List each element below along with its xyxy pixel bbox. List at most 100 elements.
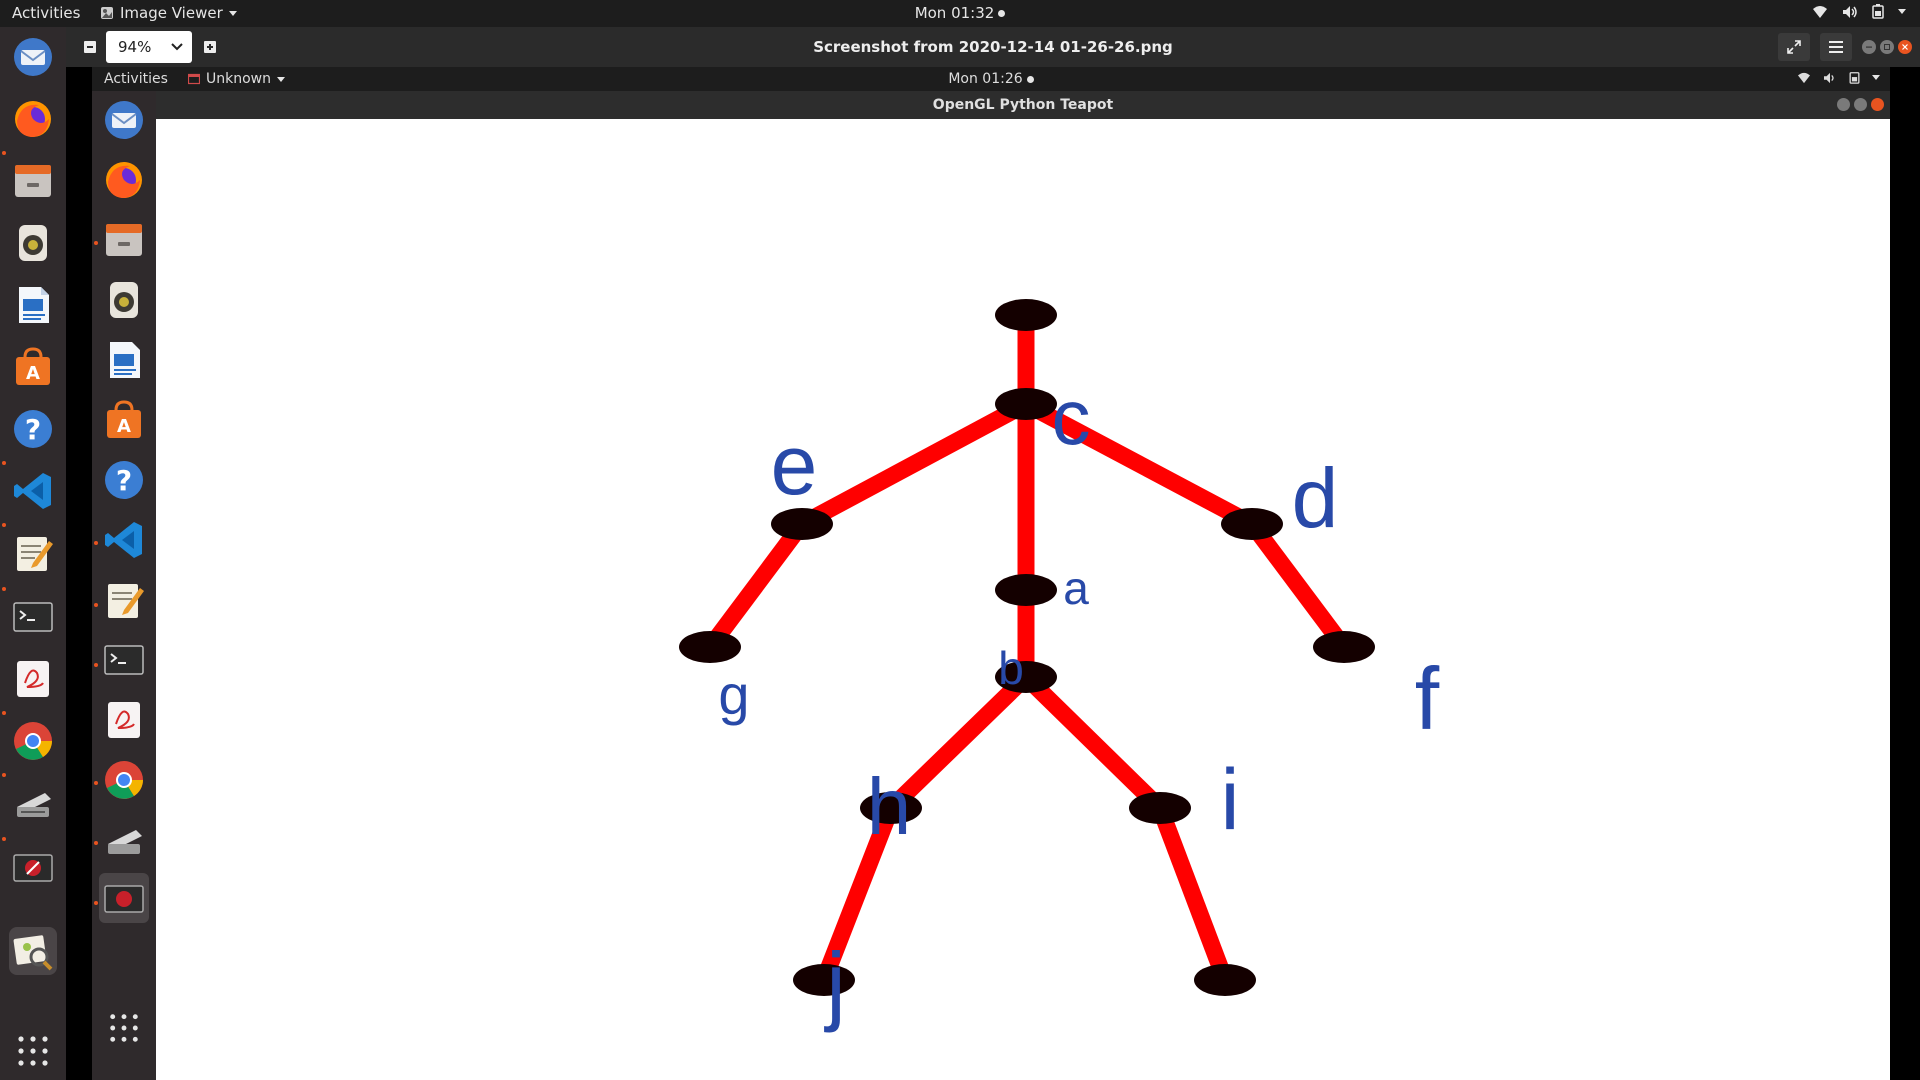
zoom-in-button[interactable] [200, 37, 220, 57]
bone-c-e [797, 396, 1031, 532]
close-button[interactable] [1898, 40, 1912, 54]
scanner-icon [17, 793, 51, 817]
header-right-controls [1778, 33, 1912, 61]
dock-item-firefox[interactable] [9, 95, 57, 143]
running-indicator-icon [2, 523, 6, 527]
running-indicator-icon [94, 241, 98, 245]
bone-b-i [1020, 670, 1166, 815]
unknown-app-icon [188, 73, 200, 85]
app-menu-label: Image Viewer [120, 4, 223, 22]
joint-label-i: i [1220, 752, 1239, 848]
joint-top [995, 299, 1057, 331]
inner-dock-item-files [99, 215, 149, 265]
chrome-icon [14, 722, 52, 760]
inner-app-menu-label: Unknown [206, 71, 271, 87]
fullscreen-button[interactable] [1778, 33, 1810, 61]
joint-g [679, 631, 741, 663]
inner-window-controls [1837, 98, 1884, 111]
inner-window-title: OpenGL Python Teapot [932, 97, 1114, 113]
chevron-down-icon [171, 43, 183, 51]
bone-c-d [1022, 396, 1256, 532]
help-icon: ? [105, 461, 143, 499]
writer-icon [110, 342, 140, 378]
joint-label-c: c [1052, 373, 1091, 461]
dock-item-pdf-viewer[interactable] [9, 655, 57, 703]
window-title: Screenshot from 2020-12-14 01-26-26.png [66, 38, 1920, 56]
maximize-button[interactable] [1880, 40, 1894, 54]
files-icon [15, 165, 51, 197]
app-menu[interactable]: Image Viewer [100, 4, 237, 22]
dock-item-writer[interactable] [9, 281, 57, 329]
dock: A ? [0, 27, 66, 1080]
inner-top-bar: Activities Unknown Mon 01:26 [92, 67, 1890, 91]
joint-k [1194, 964, 1256, 996]
chrome-icon [105, 761, 143, 799]
running-indicator-icon [2, 773, 6, 777]
wifi-icon [1813, 5, 1827, 18]
dock-item-thunderbird[interactable] [9, 33, 57, 81]
inner-dock-item-terminal [99, 635, 149, 685]
inner-dock-item-vscode [99, 515, 149, 565]
bone-i-k [1152, 804, 1233, 984]
dock-item-image-viewer[interactable] [9, 927, 57, 975]
help-icon: ? [14, 410, 52, 448]
dock-item-scanner[interactable] [9, 779, 57, 827]
running-indicator-icon [94, 841, 98, 845]
activities-button[interactable]: Activities [12, 4, 81, 22]
plus-icon [204, 41, 216, 53]
dock-item-vscode[interactable] [9, 467, 57, 515]
inner-clock: Mon 01:26 [92, 71, 1890, 87]
zoom-select[interactable]: 94% [106, 31, 192, 63]
system-tray[interactable] [1812, 4, 1906, 19]
inner-dock-item-software: A [99, 395, 149, 445]
running-indicator-icon [2, 587, 6, 591]
inner-dock-item-rhythmbox [99, 275, 149, 325]
joint-label-j: j [823, 934, 846, 1033]
clock-button[interactable]: Mon 01:32 [915, 4, 1006, 22]
pdf-viewer-icon [108, 702, 140, 738]
joint-d [1221, 508, 1283, 540]
inner-maximize-icon [1854, 98, 1867, 111]
inner-app-menu: Unknown [188, 71, 285, 87]
joint-h [860, 792, 922, 824]
dock-item-text-editor[interactable] [9, 529, 57, 577]
terminal-icon [13, 602, 53, 632]
show-apps-icon [18, 1036, 48, 1066]
dock-item-rhythmbox[interactable] [9, 219, 57, 267]
chevron-down-icon [277, 76, 285, 82]
inner-dock-item-recorder [99, 873, 149, 923]
displayed-image: Activities Unknown Mon 01:26 A ? [66, 67, 1920, 1080]
hamburger-menu-icon [1829, 41, 1843, 53]
minimize-icon [1866, 46, 1872, 48]
writer-icon [19, 287, 49, 323]
dock-item-terminal[interactable] [9, 593, 57, 641]
menu-button[interactable] [1820, 33, 1852, 61]
minimize-button[interactable] [1862, 40, 1876, 54]
notification-dot-icon [1026, 75, 1034, 83]
battery-icon [1872, 4, 1884, 19]
vscode-icon [105, 522, 142, 558]
right-black-margin [1890, 91, 1920, 1080]
clock-label: Mon 01:32 [914, 4, 995, 22]
svg-text:A: A [117, 416, 131, 437]
dock-item-recorder[interactable] [9, 843, 57, 891]
joint-j [793, 964, 855, 996]
chevron-down-icon [1872, 75, 1880, 80]
clock: Mon 01:32 [0, 4, 1920, 22]
dock-item-files[interactable] [9, 157, 57, 205]
notification-dot-icon [998, 10, 1006, 17]
zoom-out-button[interactable] [80, 37, 100, 57]
joint-label-g: g [718, 663, 749, 726]
maximize-icon [1884, 44, 1890, 50]
joint-label-b: b [998, 642, 1024, 694]
volume-icon [1843, 5, 1857, 18]
inner-clock-label: Mon 01:26 [948, 71, 1023, 87]
dock-item-software[interactable]: A [9, 343, 57, 391]
scanner-icon [108, 830, 142, 854]
dock-item-chrome[interactable] [9, 717, 57, 765]
running-indicator-icon [2, 837, 6, 841]
joint-label-a: a [1063, 562, 1089, 614]
show-apps-button[interactable] [9, 1027, 57, 1075]
dock-item-help[interactable]: ? [9, 405, 57, 453]
